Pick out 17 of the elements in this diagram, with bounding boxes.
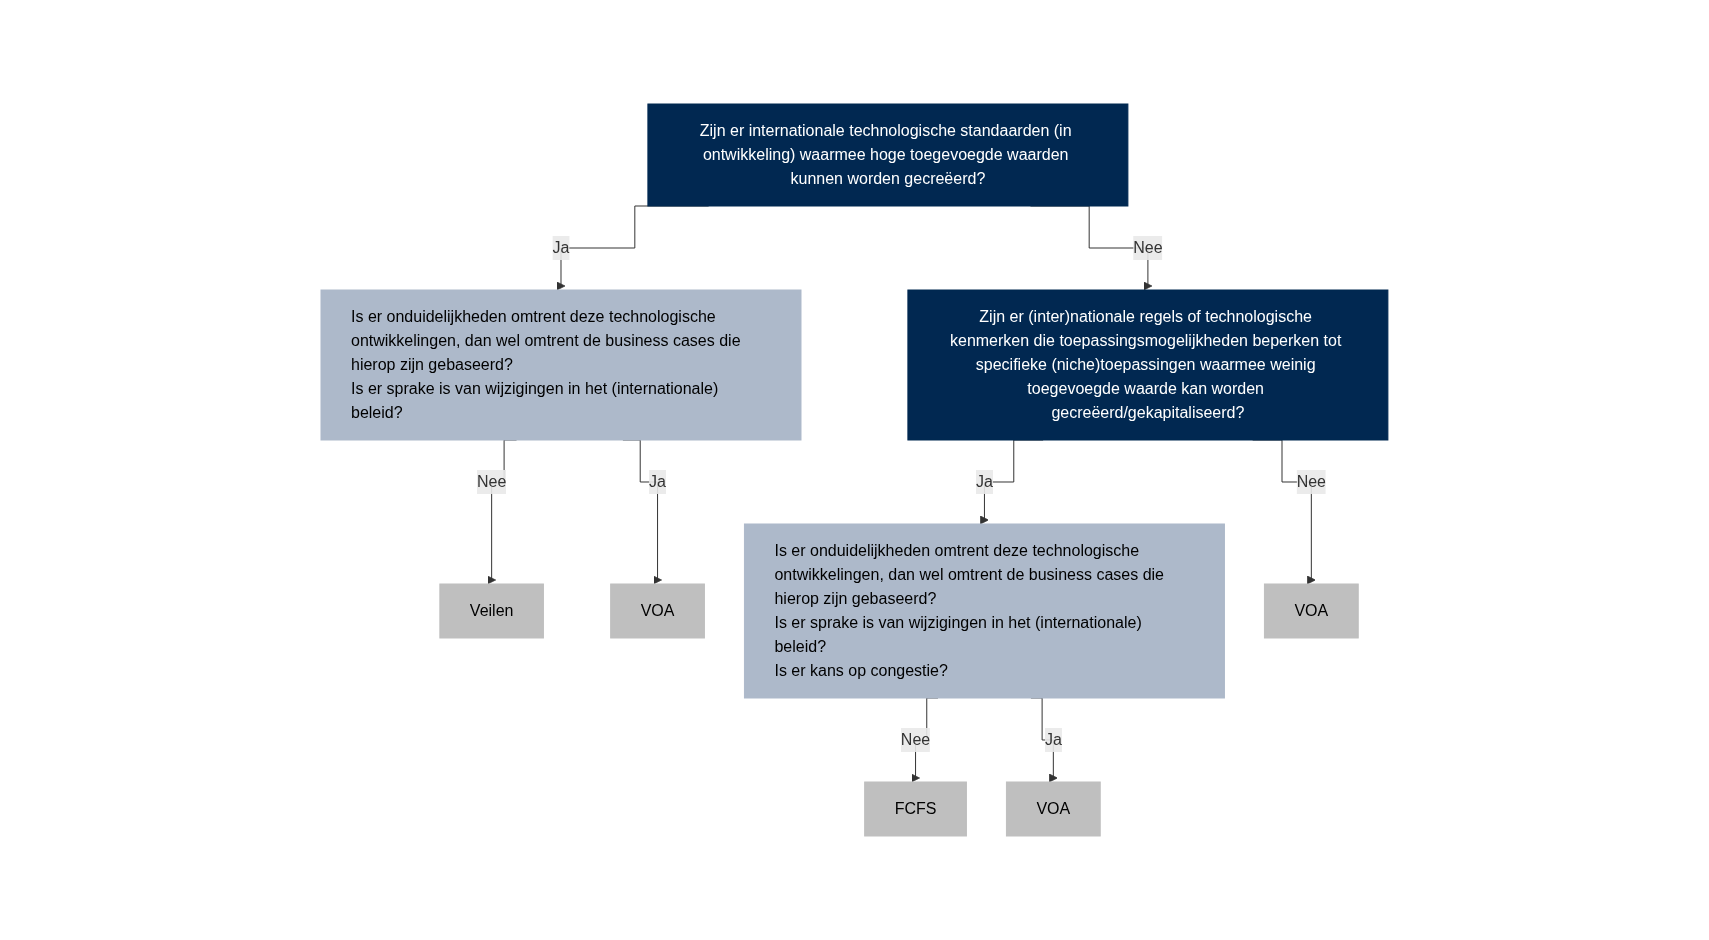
- node-box: Veilen: [439, 583, 544, 639]
- node-box: FCFS: [864, 781, 967, 837]
- edge-label: Ja: [649, 473, 667, 490]
- node-box: Is er onduidelijkheden omtrent deze technologische ontwikkelingen, dan wel omtrent de business cases die hierop zijn gebaseerd? Is er sprake is van wijzigingen in het (internationale) beleid?: [320, 289, 802, 441]
- node-box: Zijn er internationale technologische standaarden (in ontwikkeling) waarmee hoge toegevoegde waarden kunnen worden gecreëerd?: [647, 103, 1129, 207]
- edge-label: Nee: [1296, 473, 1327, 490]
- edge-label: Ja: [552, 239, 570, 256]
- node-box: VOA: [1006, 781, 1101, 837]
- edge-label: Ja: [976, 473, 993, 490]
- node-box: Zijn er (inter)nationale regels of technologische kenmerken die toepassingsmogelijkheden beperken tot specifieke (niche)toepassingen waarmee weinig toegevoegde waarde kan worden gecreëerd/gekapitaliseerd?: [907, 289, 1389, 441]
- node-box: VOA: [610, 583, 705, 639]
- edge-label: Nee: [477, 473, 507, 490]
- node-box: VOA: [1264, 583, 1359, 639]
- edge-label: Nee: [1133, 239, 1163, 256]
- edge-label: Ja: [1044, 731, 1062, 748]
- node-box: Is er onduidelijkheden omtrent deze technologische ontwikkelingen, dan wel omtrent de business cases die hierop zijn gebaseerd? Is er sprake is van wijzigingen in het (internationale) beleid? Is er kans op congestie?: [744, 523, 1225, 699]
- edge-label: Nee: [900, 731, 931, 748]
